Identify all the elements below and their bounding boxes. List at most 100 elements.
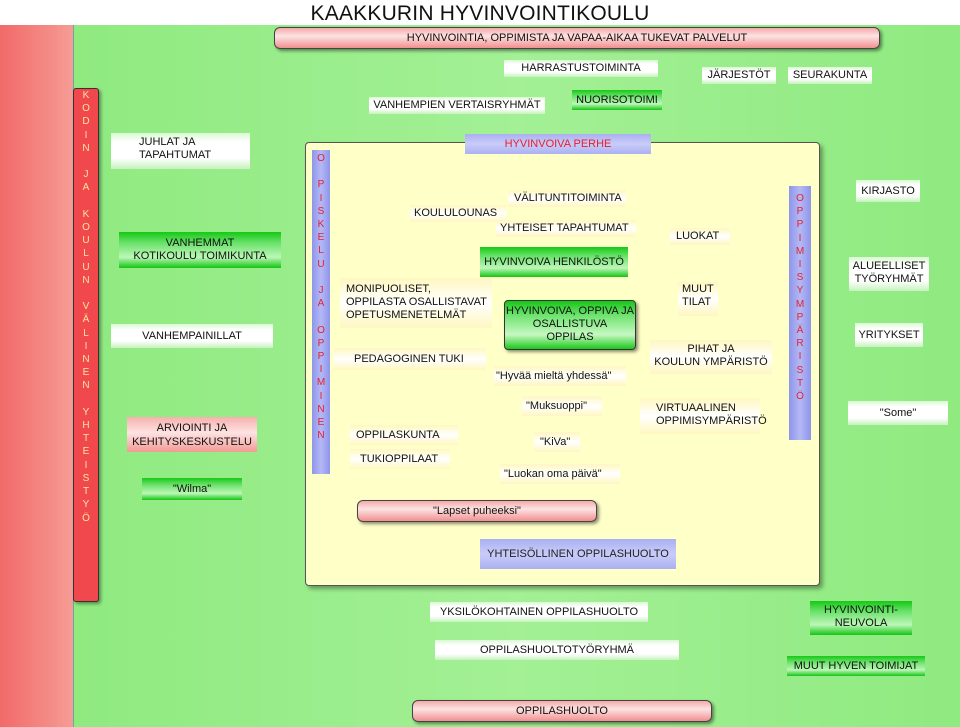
home-school-letter: I	[84, 340, 88, 352]
opiskelu-letter: A	[317, 298, 325, 310]
oppimisymparisto-letter: P	[796, 206, 804, 218]
opiskelu-letter: S	[317, 205, 325, 217]
home-school-letter: E	[82, 367, 90, 379]
yksilokohtainen-label: YKSILÖKOHTAINEN OPPILASHUOLTO	[430, 602, 648, 622]
opiskelu-letter: P	[317, 351, 325, 363]
home-school-letter: U	[82, 235, 90, 247]
home-school-letter	[74, 195, 98, 208]
opiskelu-letter	[312, 310, 330, 323]
opiskelu-letter: N	[317, 403, 325, 415]
oppimisymparisto-letter: S	[796, 272, 804, 284]
home-school-background	[0, 25, 80, 727]
home-school-letter	[74, 287, 98, 300]
home-school-letter: K	[82, 90, 90, 101]
home-school-letter: O	[82, 103, 90, 115]
yhteiset-tapahtumat-label: YHTEISET TAPAHTUMAT	[496, 220, 636, 237]
muksuoppi-label: "Muksuoppi"	[522, 396, 602, 416]
opiskelu-letter: E	[317, 232, 325, 244]
muut-toimijat-label: MUUT HYVEN TOIMIJAT	[787, 656, 925, 676]
some-label: "Some"	[848, 401, 948, 425]
valitunti-label: VÄLITUNTITOIMINTA	[508, 190, 626, 207]
opiskelu-letter: E	[317, 417, 325, 429]
home-school-letter: I	[84, 129, 88, 141]
oppilaskunta-label: OPPILASKUNTA	[350, 425, 458, 445]
oppimisymparisto-letter: I	[798, 351, 802, 363]
home-school-letter: U	[82, 261, 90, 273]
home-school-letter: D	[82, 116, 90, 128]
oppimisymparisto-letter: Ä	[796, 325, 804, 337]
yritykset-label: YRITYKSET	[855, 323, 923, 347]
home-school-letter: T	[82, 433, 90, 445]
oppimisymparisto-letter: R	[796, 338, 804, 350]
home-school-letter: K	[82, 208, 90, 220]
home-school-letter: L	[83, 248, 89, 260]
home-school-letter: Ö	[82, 512, 90, 524]
kiva-label: "KiVa"	[534, 432, 580, 452]
neuvola-label: HYVINVOINTI-NEUVOLA	[810, 601, 912, 635]
home-school-letter: V	[82, 301, 90, 313]
tukioppilaat-label: TUKIOPPILAAT	[350, 449, 450, 469]
pedagoginen-tuki-label: PEDAGOGINEN TUKI	[334, 348, 486, 370]
opiskelu-letter: I	[319, 192, 323, 204]
opiskelu-letter: J	[318, 285, 324, 297]
home-school-letter: H	[82, 420, 90, 432]
yhteisollinen-oppilashuolto-label: YHTEISÖLLINEN OPPILASHUOLTO	[480, 539, 676, 569]
home-school-letter: Y	[82, 406, 90, 418]
opiskelu-letter: L	[318, 245, 324, 257]
opiskelu-letter	[312, 165, 330, 178]
vanhempainillat-label: VANHEMPAINILLAT	[111, 324, 273, 348]
home-school-letter	[74, 155, 98, 168]
kirjasto-label: KIRJASTO	[856, 180, 920, 202]
oppimisymparisto-letter: I	[798, 232, 802, 244]
oppimisymparisto-letter: Y	[796, 285, 804, 297]
oppimisymparisto-letter: S	[796, 364, 804, 376]
oppimisymparisto-letter: O	[796, 193, 804, 204]
hyvaa-mielta-label: "Hyvää mieltä yhdessä"	[494, 366, 626, 386]
oppimisymparisto-letter: T	[796, 377, 804, 389]
vanhempien-vertaisryhmat-label: VANHEMPIEN VERTAISRYHMÄT	[369, 97, 545, 114]
home-school-letter: S	[82, 472, 90, 484]
wilma-label: "Wilma"	[142, 478, 242, 500]
luokan-oma-paiva-label: "Luokan oma päivä"	[500, 464, 620, 484]
oppimisymparisto-letter: Ö	[796, 391, 804, 403]
harrastus-label: HARRASTUSTOIMINTA	[504, 60, 658, 77]
opiskelu-letter: I	[319, 364, 323, 376]
luokat-label: LUOKAT	[670, 228, 730, 245]
henkilosto-label: HYVINVOIVA HENKILÖSTÖ	[480, 247, 628, 277]
oppimisymparisto-letter: P	[796, 311, 804, 323]
opiskelu-letter: N	[317, 430, 325, 442]
home-school-letter: O	[82, 222, 90, 234]
opiskelu-letter: O	[317, 324, 325, 336]
opiskelu-letter: U	[317, 258, 325, 270]
jarjestot-label: JÄRJESTÖT	[702, 67, 776, 84]
opiskelu-letter: P	[317, 337, 325, 349]
page-title: KAAKKURIN HYVINVOINTIKOULU	[310, 2, 650, 25]
home-school-letter: N	[82, 274, 90, 286]
home-school-letter: Y	[82, 499, 90, 511]
oppimisymparisto-letter: P	[796, 219, 804, 231]
home-school-letter: N	[82, 380, 90, 392]
home-school-letter: T	[82, 486, 90, 498]
opiskelu-letter: P	[317, 179, 325, 191]
perhe-label: HYVINVOIVA PERHE	[465, 134, 651, 154]
oppimisymparisto-letter: I	[798, 259, 802, 271]
opiskelu-letter: O	[317, 153, 325, 164]
koululounas-label: KOULULOUNAS	[410, 205, 506, 222]
top-banner: HYVINVOINTIA, OPPIMISTA JA VAPAA-AIKAA T…	[274, 27, 880, 49]
home-school-letter: E	[82, 446, 90, 458]
home-school-letter: I	[84, 459, 88, 471]
nuorisotoimi-label: NUORISOTOIMI	[572, 90, 662, 110]
oppilashuoltotyoryhma-label: OPPILASHUOLTOTYÖRYHMÄ	[435, 640, 679, 660]
home-school-letter: L	[83, 327, 89, 339]
